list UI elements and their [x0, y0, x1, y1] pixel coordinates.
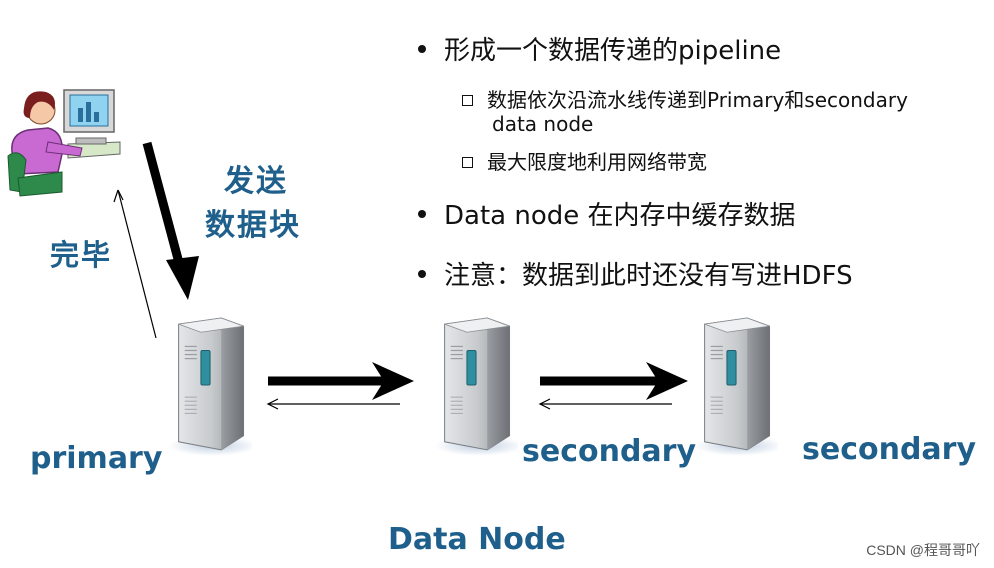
sub-bullet-item-pass-data: 数据依次沿流水线传递到Primary和secondary [462, 84, 908, 113]
bullet-item-note: 注意：数据到此时还没有写进HDFS [418, 255, 853, 292]
forward-arrow-1-head [372, 362, 414, 400]
bullet-item-cache: Data node 在内存中缓存数据 [418, 195, 796, 232]
person-at-computer-icon [7, 89, 121, 197]
sub-bullet-item-bandwidth: 最大限度地利用网络带宽 [462, 146, 707, 175]
bullet-dot [418, 44, 426, 53]
bullet-dot [418, 269, 426, 278]
send-label: 发送 数据块 [205, 164, 301, 243]
bullet-item-pipeline: 形成一个数据传递的pipeline [418, 30, 781, 67]
square-bullet-icon [462, 157, 473, 168]
secondary-label-1: secondary [522, 434, 697, 469]
primary-label: primary [30, 441, 163, 476]
square-bullet-icon [462, 95, 473, 106]
watermark: CSDN @程哥哥吖 [866, 542, 980, 558]
server-icon-secondary-2 [693, 317, 778, 457]
return-arrow-2-head [538, 398, 551, 410]
server-icon-secondary-1 [433, 317, 518, 457]
data-node-title: Data Node [388, 522, 566, 557]
return-arrow-1-head [266, 398, 279, 410]
secondary-label-2: secondary [802, 432, 977, 467]
forward-arrow-2-head [646, 362, 688, 400]
done-label: 完毕 [50, 238, 113, 272]
sub-bullet-item-pass-data-cont: data node [492, 112, 594, 136]
ack-arrow-head [113, 189, 124, 203]
ack-arrow-shaft [117, 189, 157, 339]
send-arrow-shaft [142, 141, 187, 276]
bullet-dot [418, 209, 426, 218]
send-arrow-head [166, 256, 199, 300]
server-icon-primary [167, 317, 252, 457]
